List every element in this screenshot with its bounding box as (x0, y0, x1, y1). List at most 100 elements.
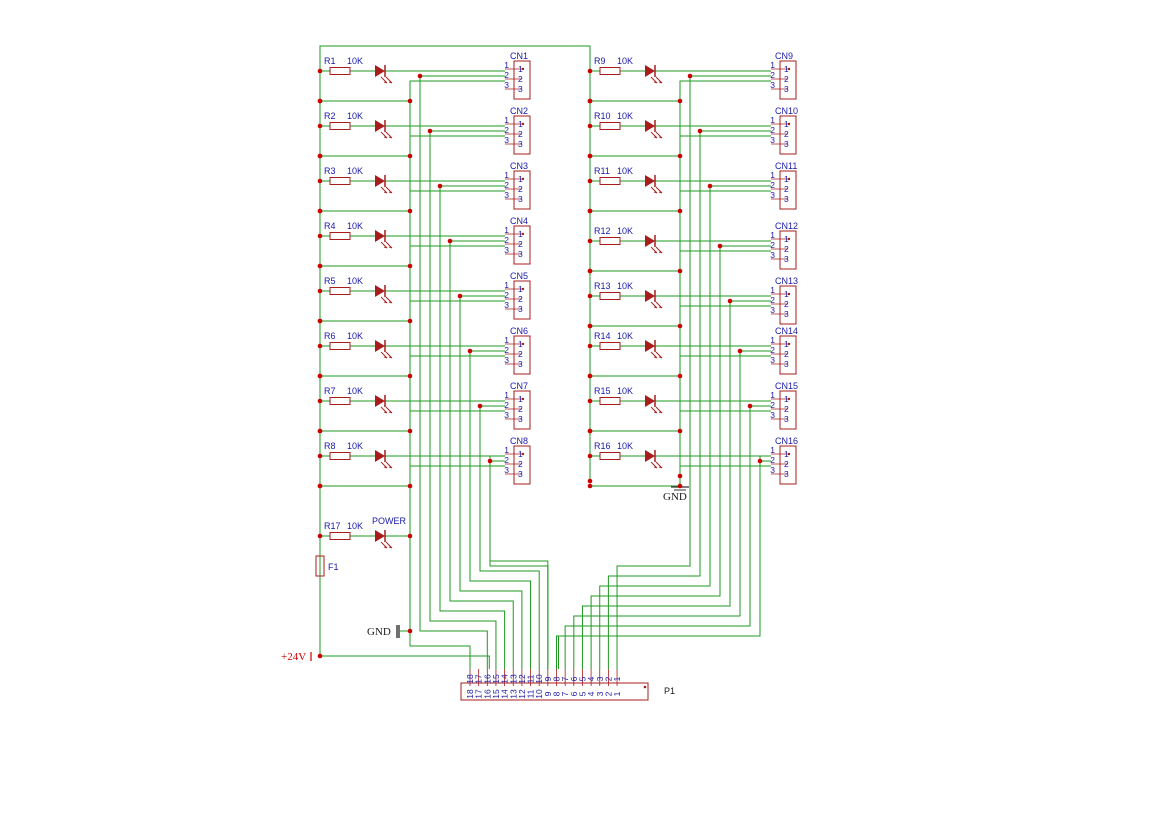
pin-number-outer: 3 (770, 190, 775, 200)
junction-dot (317, 208, 323, 214)
led-arrow (655, 186, 663, 194)
led-icon (375, 175, 393, 194)
pin-number-outer: 3 (770, 80, 775, 90)
connector-body (513, 115, 531, 155)
junction-dot (317, 233, 323, 239)
header-pin-number-inner: 9 (543, 691, 553, 696)
connector-body (779, 60, 797, 100)
header-pin-number-inner: 15 (491, 689, 501, 699)
junction-dot (407, 318, 413, 324)
junction-dot (437, 183, 443, 189)
pin-number-inner: 3 (784, 414, 789, 424)
led-arrow (655, 301, 663, 309)
junction-dot (687, 73, 693, 79)
pin-1-marker (787, 292, 791, 296)
connector-label: CN12 (775, 221, 798, 231)
pin-number-inner: 3 (784, 359, 789, 369)
pin-number-outer: 3 (770, 410, 775, 420)
header-pin-number-outer: 11 (526, 674, 536, 683)
pin-number-inner: 2 (518, 294, 523, 304)
resistor-label: R9 (594, 56, 606, 66)
pin-number-inner: 3 (784, 309, 789, 319)
pin-number-outer: 1 (770, 60, 775, 70)
header-pin-number-outer: 2 (603, 676, 613, 681)
header-pin-number-inner: 4 (586, 691, 596, 696)
wire-pin3 (320, 410, 505, 432)
junction-dot (487, 458, 493, 464)
pin-1-marker (787, 177, 791, 181)
junction-dot (587, 343, 593, 349)
header-pin-number-inner: 3 (595, 691, 605, 696)
junctions (317, 68, 763, 659)
labels: 1818171716161515141413131212111110109988… (281, 51, 798, 699)
led-arrow (650, 246, 658, 254)
power-resistor-value: 10K (347, 521, 363, 531)
pin-number-outer: 3 (504, 190, 509, 200)
header-pin-number-inner: 5 (577, 691, 587, 696)
signal-bus-left (439, 186, 506, 669)
signal-bus-left (449, 241, 514, 669)
pin-number-outer: 3 (770, 355, 775, 365)
junction-dot (317, 398, 323, 404)
led-arrow (385, 541, 393, 549)
led-arrow (655, 246, 663, 254)
led-arrow (385, 296, 393, 304)
connector-body (779, 115, 797, 155)
led-icon (645, 175, 663, 194)
led-triangle (645, 65, 655, 77)
pin-number-inner: 2 (784, 244, 789, 254)
led-icon (375, 340, 393, 359)
header-pin-number-outer: 1 (612, 676, 622, 681)
junction-dot (587, 453, 593, 459)
header-pin-number-outer: 9 (543, 676, 553, 681)
header-pin-number-inner: 12 (517, 689, 527, 699)
junction-dot (587, 123, 593, 129)
header-pin-number-outer: 13 (508, 674, 518, 684)
resistor-label: R6 (324, 331, 336, 341)
led-icon (645, 340, 663, 359)
connector-label: CN5 (510, 271, 528, 281)
connector-label: CN8 (510, 436, 528, 446)
junction-dot (587, 323, 593, 329)
junction-dot (317, 483, 323, 489)
pin-number-outer: 3 (504, 135, 509, 145)
signal-bus-left (429, 131, 497, 669)
junction-dot (317, 153, 323, 159)
led-arrow (650, 461, 658, 469)
pin-1-marker (521, 177, 525, 181)
pin-number-outer: 1 (770, 335, 775, 345)
led-icon (375, 120, 393, 139)
header-pin-number-outer: 7 (560, 676, 570, 681)
connector-label: CN1 (510, 51, 528, 61)
led-arrow (650, 351, 658, 359)
header-pin-number-outer: 3 (595, 676, 605, 681)
resistor-symbol (599, 397, 621, 405)
junction-dot (467, 348, 473, 354)
led-triangle (375, 175, 385, 187)
pin-number-outer: 2 (770, 125, 775, 135)
junction-dot (407, 98, 413, 104)
header-pin-number-outer: 17 (474, 674, 484, 684)
wire-pin3 (590, 80, 771, 102)
junction-dot (317, 373, 323, 379)
resistor-label: R1 (324, 56, 336, 66)
resistor-symbol (599, 67, 621, 75)
header-pin-1-marker (643, 685, 647, 689)
led-arrow (380, 131, 388, 139)
junction-dot (757, 458, 763, 464)
header-pin-number-outer: 15 (491, 674, 501, 684)
connector-body (513, 390, 531, 430)
resistor-symbol (329, 177, 351, 185)
resistor-label: R3 (324, 166, 336, 176)
junction-dot (587, 208, 593, 214)
power-led-label: POWER (372, 516, 407, 526)
resistor-symbol (599, 177, 621, 185)
junction-dot (317, 428, 323, 434)
pin-number-inner: 2 (518, 239, 523, 249)
header-pin-number-inner: 13 (508, 689, 518, 699)
pin-1-marker (521, 342, 525, 346)
signal-bus-left (489, 456, 549, 669)
pin-number-outer: 3 (770, 305, 775, 315)
junction-dot (677, 428, 683, 434)
junction-dot (407, 263, 413, 269)
